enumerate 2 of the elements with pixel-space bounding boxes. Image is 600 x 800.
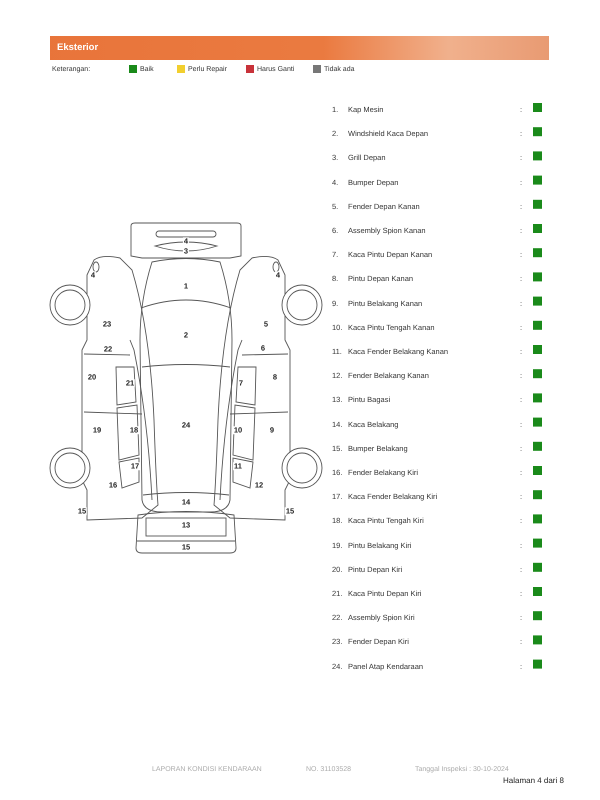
page-number: Halaman 4 dari 8 (503, 777, 564, 785)
section-title: Eksterior (57, 43, 98, 52)
